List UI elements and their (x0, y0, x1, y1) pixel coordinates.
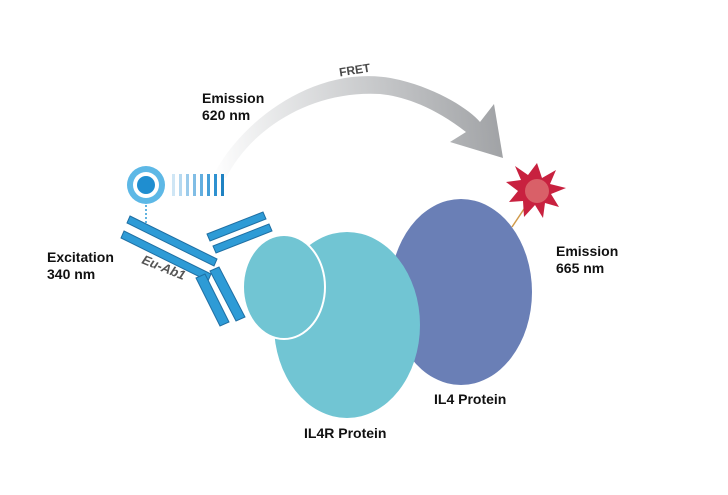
il4-protein-text: IL4 Protein (434, 391, 507, 407)
acceptor-star-icon (506, 163, 566, 228)
il4-protein-label: IL4 Protein (434, 391, 506, 408)
emission-620-line1: Emission (202, 90, 265, 106)
emission-665-line1: Emission (556, 243, 619, 259)
emission-bars (172, 174, 224, 196)
fret-label: FRET (338, 61, 372, 80)
emission-620-label: Emission 620 nm (202, 90, 264, 124)
fret-arrow: FRET (212, 61, 503, 178)
curved-arrow-icon (212, 76, 503, 178)
antibody-shape (120, 211, 273, 327)
il4r-binding-domain (242, 234, 326, 340)
excitation-label: Excitation 340 nm (47, 249, 114, 283)
emission-665-line2: 665 nm (556, 260, 605, 276)
excitation-line2: 340 nm (47, 266, 96, 282)
il4-protein-shape (390, 199, 532, 385)
excitation-line1: Excitation (47, 249, 114, 265)
il4r-protein-label: IL4R Protein (304, 425, 386, 442)
europium-chelate-icon (127, 166, 165, 228)
emission-665-label: Emission 665 nm (556, 243, 618, 277)
emission-620-line2: 620 nm (202, 107, 251, 123)
il4r-protein-text: IL4R Protein (304, 425, 387, 441)
